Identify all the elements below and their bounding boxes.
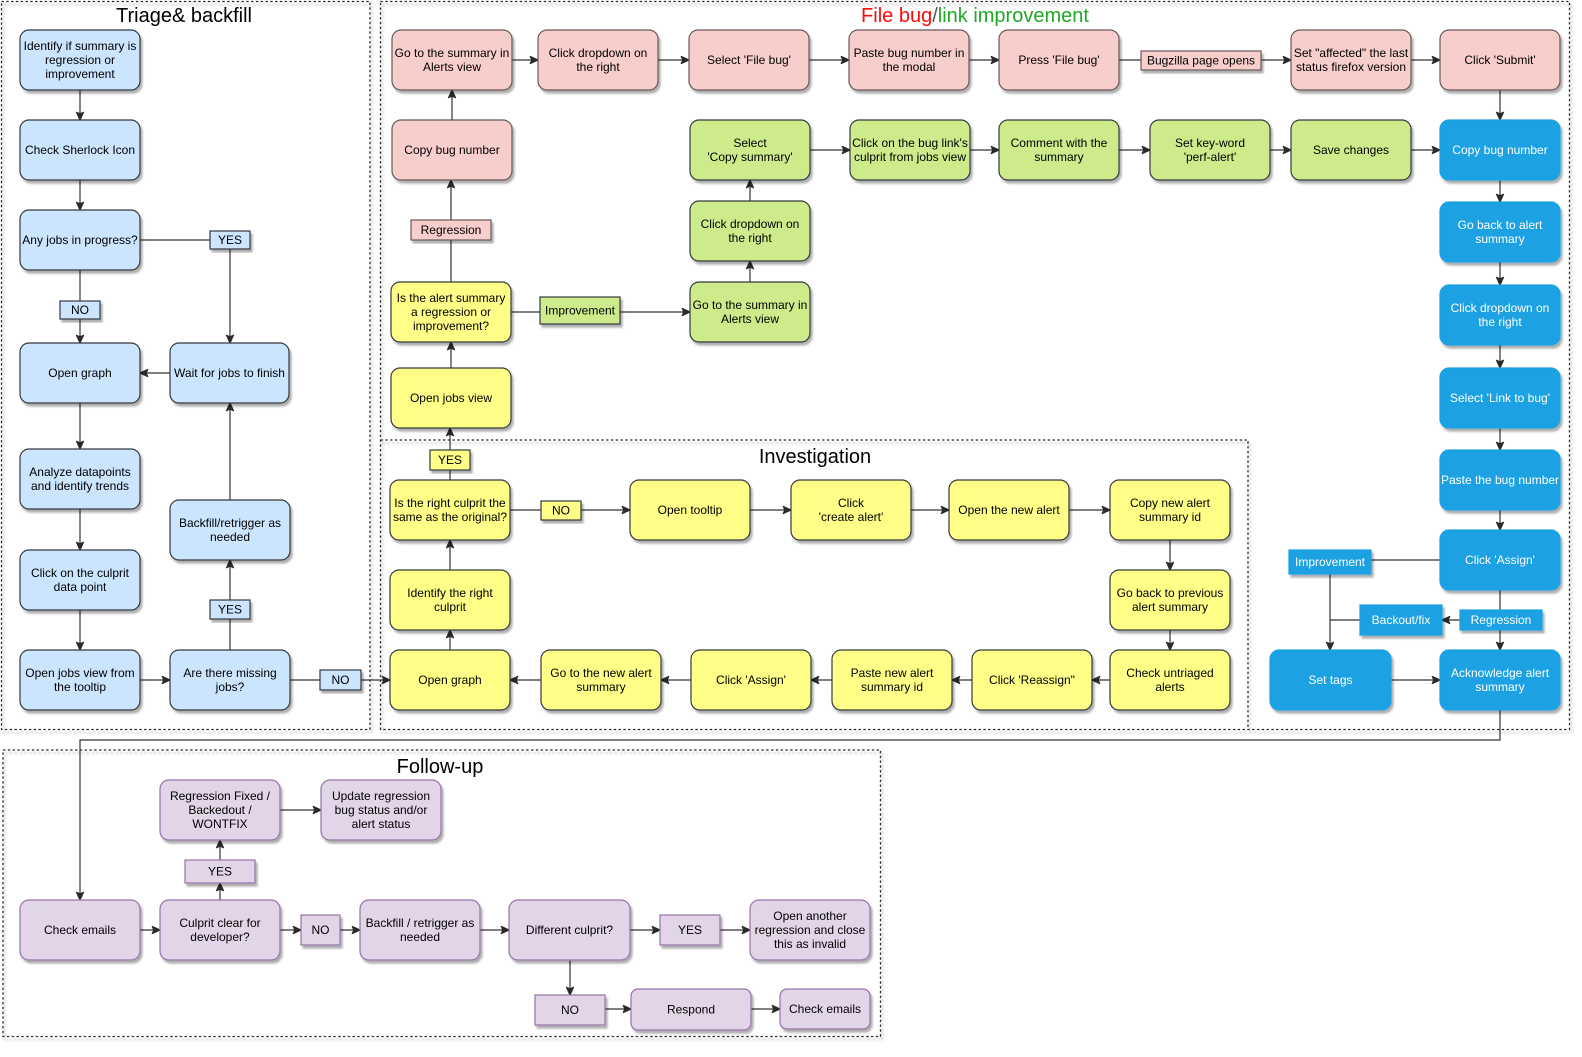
svg-text:File bug/link improvement: File bug/link improvement [861, 5, 1089, 27]
svg-text:Select'Copy summary': Select'Copy summary' [707, 136, 792, 164]
svg-text:NO: NO [552, 504, 570, 518]
svg-text:YES: YES [678, 923, 702, 937]
svg-text:Regression: Regression [421, 223, 482, 237]
svg-text:Set key-word'perf-alert': Set key-word'perf-alert' [1175, 136, 1245, 164]
svg-text:Triage& backfill: Triage& backfill [116, 5, 252, 27]
svg-text:Improvement: Improvement [1295, 555, 1366, 569]
svg-text:Click 'Assign': Click 'Assign' [716, 673, 786, 687]
svg-text:YES: YES [438, 453, 462, 467]
svg-text:Any jobs in progress?: Any jobs in progress? [22, 233, 138, 247]
svg-text:Click 'Submit': Click 'Submit' [1464, 53, 1535, 67]
svg-text:YES: YES [208, 865, 232, 879]
svg-text:YES: YES [218, 603, 242, 617]
svg-text:Regression: Regression [1471, 613, 1532, 627]
svg-text:Bugzilla page opens: Bugzilla page opens [1147, 54, 1255, 68]
svg-text:Wait for jobs to finish: Wait for jobs to finish [174, 366, 285, 380]
svg-text:YES: YES [218, 233, 242, 247]
svg-text:Save changes: Save changes [1313, 143, 1389, 157]
svg-text:Investigation: Investigation [759, 446, 871, 468]
svg-text:Copy bug number: Copy bug number [404, 143, 499, 157]
svg-text:Click 'Reassign": Click 'Reassign" [989, 673, 1075, 687]
svg-text:NO: NO [312, 923, 330, 937]
svg-text:Press 'File bug': Press 'File bug' [1018, 53, 1099, 67]
svg-text:Select 'Link to bug': Select 'Link to bug' [1450, 391, 1550, 405]
svg-text:Backout/fix: Backout/fix [1372, 613, 1431, 627]
svg-text:Improvement: Improvement [545, 304, 616, 318]
svg-text:Open graph: Open graph [48, 366, 111, 380]
svg-text:Open graph: Open graph [418, 673, 481, 687]
svg-text:Paste the bug number: Paste the bug number [1441, 473, 1559, 487]
svg-text:Open the new alert: Open the new alert [958, 503, 1060, 517]
svg-text:Set tags: Set tags [1308, 673, 1352, 687]
svg-text:Respond: Respond [667, 1003, 715, 1017]
svg-text:NO: NO [332, 673, 350, 687]
svg-text:Check Sherlock Icon: Check Sherlock Icon [25, 143, 135, 157]
svg-text:Select 'File bug': Select 'File bug' [707, 53, 791, 67]
svg-text:Copy bug number: Copy bug number [1452, 143, 1547, 157]
svg-text:Different culprit?: Different culprit? [526, 923, 613, 937]
svg-text:Check emails: Check emails [789, 1002, 861, 1016]
svg-text:Open tooltip: Open tooltip [658, 503, 723, 517]
svg-text:Click 'Assign': Click 'Assign' [1465, 553, 1535, 567]
svg-text:NO: NO [71, 303, 89, 317]
svg-text:Check emails: Check emails [44, 923, 116, 937]
svg-text:NO: NO [561, 1003, 579, 1017]
svg-text:Regression Fixed /Backedout /W: Regression Fixed /Backedout /WONTFIX [170, 789, 271, 831]
svg-text:Click'create alert': Click'create alert' [819, 496, 884, 524]
svg-text:Follow-up: Follow-up [397, 756, 484, 778]
svg-text:Open jobs view: Open jobs view [410, 391, 492, 405]
